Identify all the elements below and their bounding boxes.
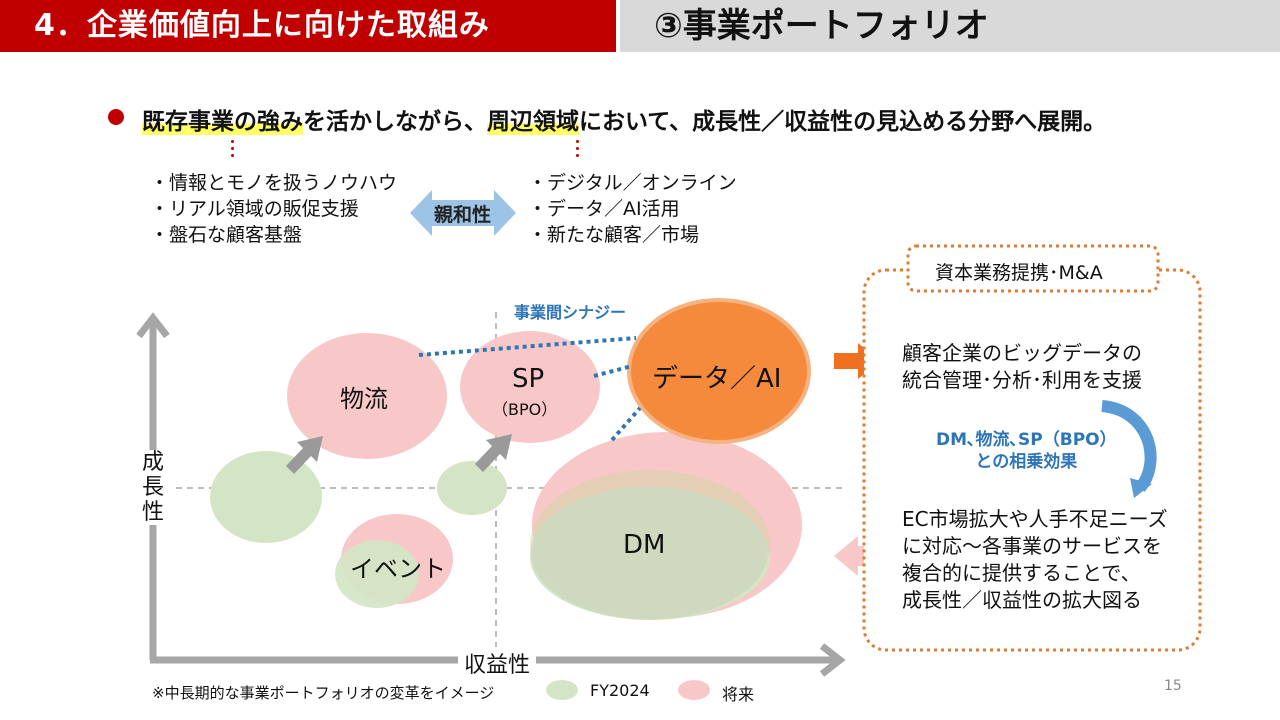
list-item: ・盤石な顧客基盤 [150,224,303,246]
double-arrow-icon [410,190,516,236]
expansion-line: 成長性／収益性の拡大図る [902,588,1142,612]
y-axis-label: 成長性 [140,450,166,525]
synergy-effect-line: との相乗効果 [975,452,1078,472]
legend-future-label: 将来 [722,685,755,704]
support-line: 顧客企業のビッグデータの [902,341,1142,365]
support-text: 顧客企業のビッグデータの 統合管理･分析･利用を支援 [902,340,1142,394]
expansion-line: に対応～各事業のサービスを [902,534,1162,558]
dm-label: DM [623,530,666,560]
list-item: ・新たな顧客／市場 [528,224,700,246]
affinity-label: 親和性 [434,204,492,226]
synergy-line [593,364,633,378]
list-item: ・情報とモノを扱うノウハウ [150,172,398,194]
sp-label: SP [512,364,545,394]
sp-current-bubble [437,461,507,515]
adjacent-list: ・デジタル／オンライン ・データ／AI活用 ・新たな顧客／市場 [528,170,737,248]
synergy-effect-line: DM､物流､SP（BPO） [936,430,1117,450]
logistics-label: 物流 [340,385,388,413]
x-axis-arrowhead [819,643,846,677]
event-current-bubble [335,540,419,608]
curved-arrow-icon [1101,400,1157,492]
section-title: 4．企業価値向上に向けた取組み [0,0,616,52]
list-item: ・リアル領域の販促支援 [150,198,359,220]
list-item: ・デジタル／オンライン [528,172,737,194]
expansion-line: EC市場拡大や人手不足ニーズ [902,507,1168,531]
y-axis-arrowhead [136,312,170,339]
expansion-text: EC市場拡大や人手不足ニーズ に対応～各事業のサービスを 複合的に提供することで… [902,506,1168,614]
synergy-line [610,406,642,442]
logistics-future-bubble [287,333,447,459]
growth-arrow-icon [286,436,323,474]
statement-text: を活かしながら、 [303,109,487,135]
legend-current-swatch [546,680,578,700]
page-number: 15 [1164,678,1182,694]
statement-text-end: において、成長性／収益性の見込める分野へ展開。 [579,109,1107,135]
footnote: ※中長期的な事業ポートフォリオの変革をイメージ [152,684,495,702]
growth-arrow-icon [475,434,512,472]
synergy-label: 事業間シナジー [514,303,627,322]
logistics-current-bubble [210,451,322,543]
list-item: ・データ／AI活用 [528,198,680,220]
partnership-title-box [906,244,1160,293]
strengths-list: ・情報とモノを扱うノウハウ ・リアル領域の販促支援 ・盤石な顧客基盤 [150,170,397,248]
expansion-line: 複合的に提供することで、 [902,561,1141,585]
data-ai-label: データ／AI [652,364,782,394]
legend-current-label: FY2024 [590,681,650,700]
connector-dots [576,140,580,158]
x-axis-label: 収益性 [458,647,537,679]
main-statement: 既存事業の強みを活かしながら、周辺領域において、成長性／収益性の見込める分野へ展… [142,102,1106,136]
page-subtitle: ③事業ポートフォリオ [620,0,1280,52]
data-ai-bubble [627,298,811,444]
statement-strength-highlight: 既存事業の強み [142,109,303,135]
sp-sub-label: （BPO） [492,400,558,419]
support-line: 統合管理･分析･利用を支援 [902,368,1142,392]
event-label: イベント [350,555,446,583]
sp-future-bubble [460,331,600,443]
statement-adjacent-highlight: 周辺領域 [487,109,579,135]
partnership-title: 資本業務提携･M&A [935,262,1103,284]
legend-future-swatch [678,680,710,700]
bullet-icon [108,109,124,125]
curved-arrow-head [1130,478,1152,498]
connector-dots [231,140,235,158]
synergy-effect-text: DM､物流､SP（BPO） との相乗効果 [936,429,1117,473]
dm-current-bubble [531,487,767,619]
partnership-frame [862,268,1202,652]
